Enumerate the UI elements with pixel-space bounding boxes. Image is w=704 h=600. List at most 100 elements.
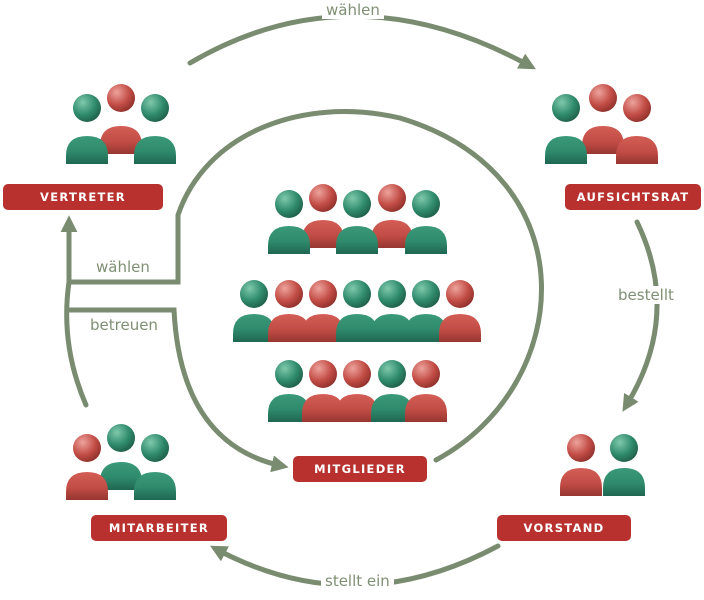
person-icon: [603, 434, 645, 496]
person-icon: [134, 94, 176, 164]
figure-body: [100, 126, 142, 154]
person-icon: [268, 190, 310, 254]
figure-body: [134, 472, 176, 500]
arrow-mitglieder-wahl-vertreter: [66, 109, 544, 463]
figure-head: [275, 190, 303, 218]
label-bestellt: bestellt: [614, 286, 678, 304]
figure-head: [309, 360, 337, 388]
person-icon: [268, 360, 310, 422]
node-aufsichtsrat: AUFSICHTSRAT: [565, 184, 701, 210]
figure-body: [336, 226, 378, 254]
person-icon: [134, 434, 176, 500]
figure-head: [343, 190, 371, 218]
person-icon: [302, 184, 344, 248]
figure-body: [336, 394, 378, 422]
figure-body: [100, 462, 142, 490]
figure-body: [302, 314, 344, 342]
node-vertreter: VERTRETER: [3, 184, 163, 210]
figure-group-mitglieder-row2: [233, 280, 481, 342]
figure-group-vorstand: [560, 434, 645, 496]
figure-body: [405, 314, 447, 342]
node-mitglieder: MITGLIEDER: [293, 456, 427, 482]
person-icon: [560, 434, 602, 496]
figure-body: [545, 136, 587, 164]
figure-head: [446, 280, 474, 308]
person-icon: [405, 360, 447, 422]
label-waehlen-top: wählen: [322, 1, 384, 19]
person-icon: [100, 424, 142, 490]
figure-body: [302, 220, 344, 248]
person-icon: [371, 280, 413, 342]
figure-group-vertreter: [66, 84, 176, 164]
node-vorstand: VORSTAND: [497, 515, 631, 541]
figure-body: [582, 126, 624, 154]
figure-head: [412, 280, 440, 308]
person-icon: [439, 280, 481, 342]
figure-body: [603, 468, 645, 496]
person-icon: [336, 280, 378, 342]
figure-head: [73, 94, 101, 122]
figure-head: [552, 94, 580, 122]
figure-body: [233, 314, 275, 342]
figure-body: [371, 220, 413, 248]
figure-body: [268, 314, 310, 342]
figure-head: [107, 424, 135, 452]
figure-head: [309, 280, 337, 308]
figure-body: [371, 314, 413, 342]
figure-head: [623, 94, 651, 122]
figure-body: [439, 314, 481, 342]
person-icon: [66, 94, 108, 164]
figure-body: [66, 472, 108, 500]
figure-head: [309, 184, 337, 212]
figure-head: [589, 84, 617, 112]
figure-body: [405, 226, 447, 254]
figure-group-mitarbeiter: [66, 424, 176, 500]
figure-head: [275, 360, 303, 388]
figure-head: [275, 280, 303, 308]
figure-head: [343, 280, 371, 308]
figure-head: [567, 434, 595, 462]
figure-head: [107, 84, 135, 112]
person-icon: [302, 280, 344, 342]
label-betreuen: betreuen: [90, 316, 158, 334]
figure-head: [610, 434, 638, 462]
figure-head: [412, 360, 440, 388]
arrow-mitarbeiter-to-vertreter: [60, 215, 89, 408]
person-icon: [545, 94, 587, 164]
figure-head: [378, 280, 406, 308]
figure-head: [343, 360, 371, 388]
person-icon: [66, 434, 108, 500]
figure-body: [268, 226, 310, 254]
figure-body: [560, 468, 602, 496]
figure-head: [378, 360, 406, 388]
label-waehlen-inner: wählen: [96, 258, 150, 276]
node-mitarbeiter: MITARBEITER: [91, 515, 227, 541]
person-icon: [616, 94, 658, 164]
arrow-aufsichtsrat-to-vorstand: [622, 219, 660, 412]
person-icon: [371, 360, 413, 422]
arrow-betreuen-to-mitglieder: [66, 307, 289, 473]
figure-head: [141, 94, 169, 122]
figure-body: [302, 394, 344, 422]
figure-group-aufsichtsrat: [545, 84, 658, 164]
person-icon: [268, 280, 310, 342]
figure-body: [66, 136, 108, 164]
figure-group-mitglieder-row3: [268, 360, 447, 422]
figure-body: [268, 394, 310, 422]
figure-body: [336, 314, 378, 342]
person-icon: [233, 280, 275, 342]
person-icon: [336, 190, 378, 254]
label-stellt-ein: stellt ein: [321, 572, 394, 590]
figure-body: [371, 394, 413, 422]
person-icon: [302, 360, 344, 422]
figure-body: [616, 136, 658, 164]
figure-head: [378, 184, 406, 212]
figure-head: [73, 434, 101, 462]
figure-head: [240, 280, 268, 308]
person-icon: [336, 360, 378, 422]
figure-body: [134, 136, 176, 164]
person-icon: [371, 184, 413, 248]
figure-head: [412, 190, 440, 218]
